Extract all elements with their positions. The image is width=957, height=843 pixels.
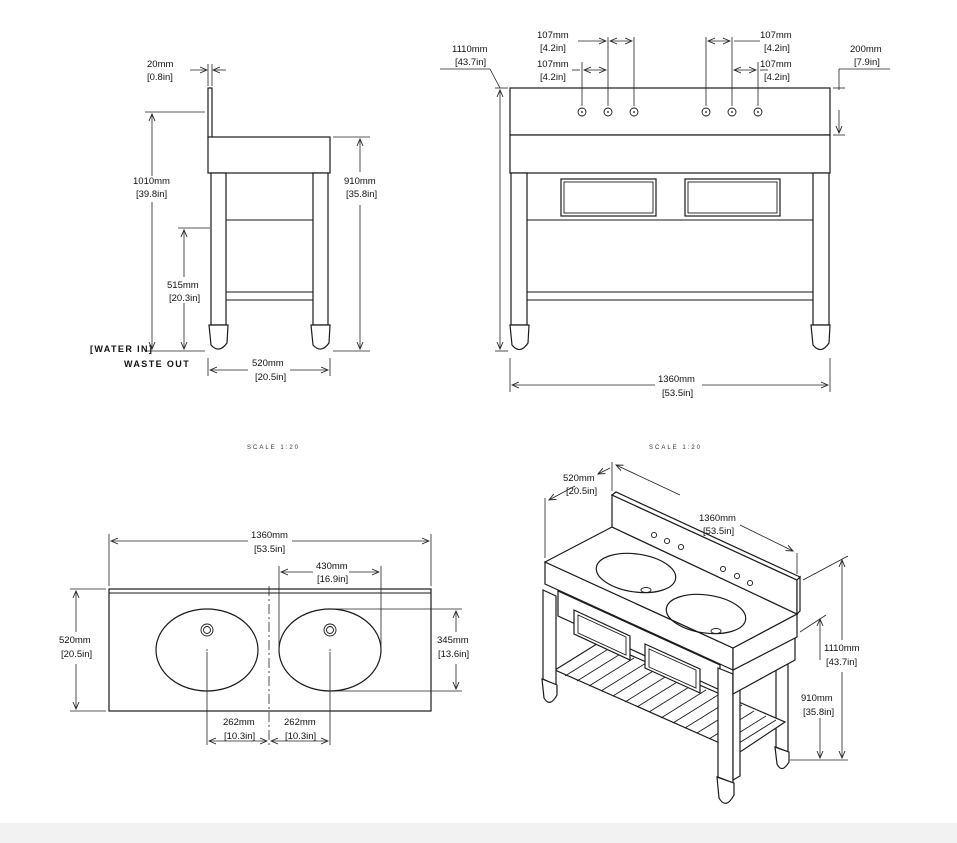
iso-dim-1110mm-in: [43.7in] — [826, 657, 857, 668]
plan-dim-430mm-in: [16.9in] — [317, 574, 348, 585]
bottom-bar — [0, 823, 957, 843]
side-dim-910mm-in: [35.8in] — [346, 189, 377, 200]
front-dim-1360mm: 1360mm — [658, 374, 695, 385]
plan-dim-345mm-in: [13.6in] — [438, 649, 469, 660]
side-foot-right — [310, 324, 331, 350]
front-dim-107mm-d-in: [4.2in] — [764, 72, 790, 83]
iso-dim-520mm-in: [20.5in] — [566, 486, 597, 497]
plan-dim-520mm: 520mm — [59, 635, 91, 646]
side-leg-right — [312, 172, 329, 326]
technical-drawing: 20mm [0.8in] 1010mm [39.8in] 515mm [20.3… — [59, 30, 890, 804]
plan-dim-430mm: 430mm — [316, 561, 348, 572]
front-dim-107mm-b-in: [4.2in] — [540, 72, 566, 83]
front-dim-1110mm: 1110mm — [452, 44, 488, 55]
plan-view: 1360mm [53.5in] 430mm [16.9in] 520mm [20… — [59, 530, 469, 745]
side-countertop — [207, 136, 331, 174]
iso-drawer-right — [644, 643, 701, 694]
front-leg-right — [812, 172, 830, 326]
plan-dim-262mm-left-in: [10.3in] — [224, 731, 255, 742]
waste-out-label: WASTE OUT — [124, 359, 190, 369]
front-foot-right — [810, 324, 831, 351]
plan-dim-262mm-right: 262mm — [284, 717, 316, 728]
isometric-view: 520mm [20.5in] 1360mm [53.5in] 1110mm [4… — [541, 462, 860, 804]
front-foot-left — [509, 324, 530, 351]
side-foot-left — [208, 324, 229, 350]
plan-dim-1360mm-in: [53.5in] — [254, 544, 285, 555]
iso-dim-1110mm: 1110mm — [824, 643, 860, 654]
front-leg-left — [510, 172, 528, 326]
iso-dim-910mm: 910mm — [801, 693, 833, 704]
plan-dim-345mm: 345mm — [437, 635, 469, 646]
front-dim-200mm: 200mm — [850, 44, 882, 55]
plan-dim-262mm-left: 262mm — [223, 717, 255, 728]
front-backsplash — [509, 87, 831, 136]
plan-dim-520mm-in: [20.5in] — [61, 649, 92, 660]
plan-dim-1360mm: 1360mm — [251, 530, 288, 541]
scale-label-right: SCALE 1:20 — [649, 445, 702, 451]
front-dim-1110mm-in: [43.7in] — [455, 57, 486, 68]
plan-dim-262mm-right-in: [10.3in] — [285, 731, 316, 742]
iso-basin-right — [665, 593, 747, 635]
front-dim-107mm-d: 107mm — [760, 59, 792, 70]
front-dim-107mm-c: 107mm — [760, 30, 792, 41]
side-dim-1010mm: 1010mm — [133, 176, 170, 187]
front-countertop — [509, 134, 831, 174]
side-dim-910mm: 910mm — [344, 176, 376, 187]
front-dim-107mm-a-in: [4.2in] — [540, 43, 566, 54]
front-dim-1360mm-in: [53.5in] — [662, 388, 693, 399]
iso-dim-1360mm-in: [53.5in] — [703, 526, 734, 537]
side-dim-520mm: 520mm — [252, 358, 284, 369]
front-dim-107mm-c-in: [4.2in] — [764, 43, 790, 54]
front-view: 1110mm [43.7in] 107mm [4.2in] 107mm [4.2… — [440, 30, 890, 399]
side-dim-520mm-in: [20.5in] — [255, 372, 286, 383]
side-dim-20mm-in: [0.8in] — [147, 72, 173, 83]
front-dim-107mm-a: 107mm — [537, 30, 569, 41]
iso-dim-910mm-in: [35.8in] — [803, 707, 834, 718]
front-dim-200mm-in: [7.9in] — [854, 57, 880, 68]
drawer-left — [560, 178, 657, 217]
side-dim-515mm-in: [20.3in] — [169, 293, 200, 304]
side-backsplash — [207, 87, 213, 139]
iso-shelf-slats — [564, 647, 777, 749]
side-leg-left — [210, 172, 227, 326]
front-dim-107mm-b: 107mm — [537, 59, 569, 70]
iso-drawer-left — [573, 609, 631, 661]
side-dim-515mm: 515mm — [167, 280, 199, 291]
iso-dim-520mm: 520mm — [563, 473, 595, 484]
scale-label-left: SCALE 1:20 — [247, 445, 300, 451]
side-dim-1010mm-in: [39.8in] — [136, 189, 167, 200]
iso-dim-1360mm: 1360mm — [699, 513, 736, 524]
tap-holes — [577, 107, 763, 117]
iso-basin-left — [595, 552, 677, 594]
drawer-right — [684, 178, 781, 217]
water-in-label: [WATER IN] — [90, 344, 153, 354]
plan-countertop — [108, 588, 432, 712]
side-dim-20mm: 20mm — [147, 59, 173, 70]
side-view: 20mm [0.8in] 1010mm [39.8in] 515mm [20.3… — [90, 59, 377, 383]
